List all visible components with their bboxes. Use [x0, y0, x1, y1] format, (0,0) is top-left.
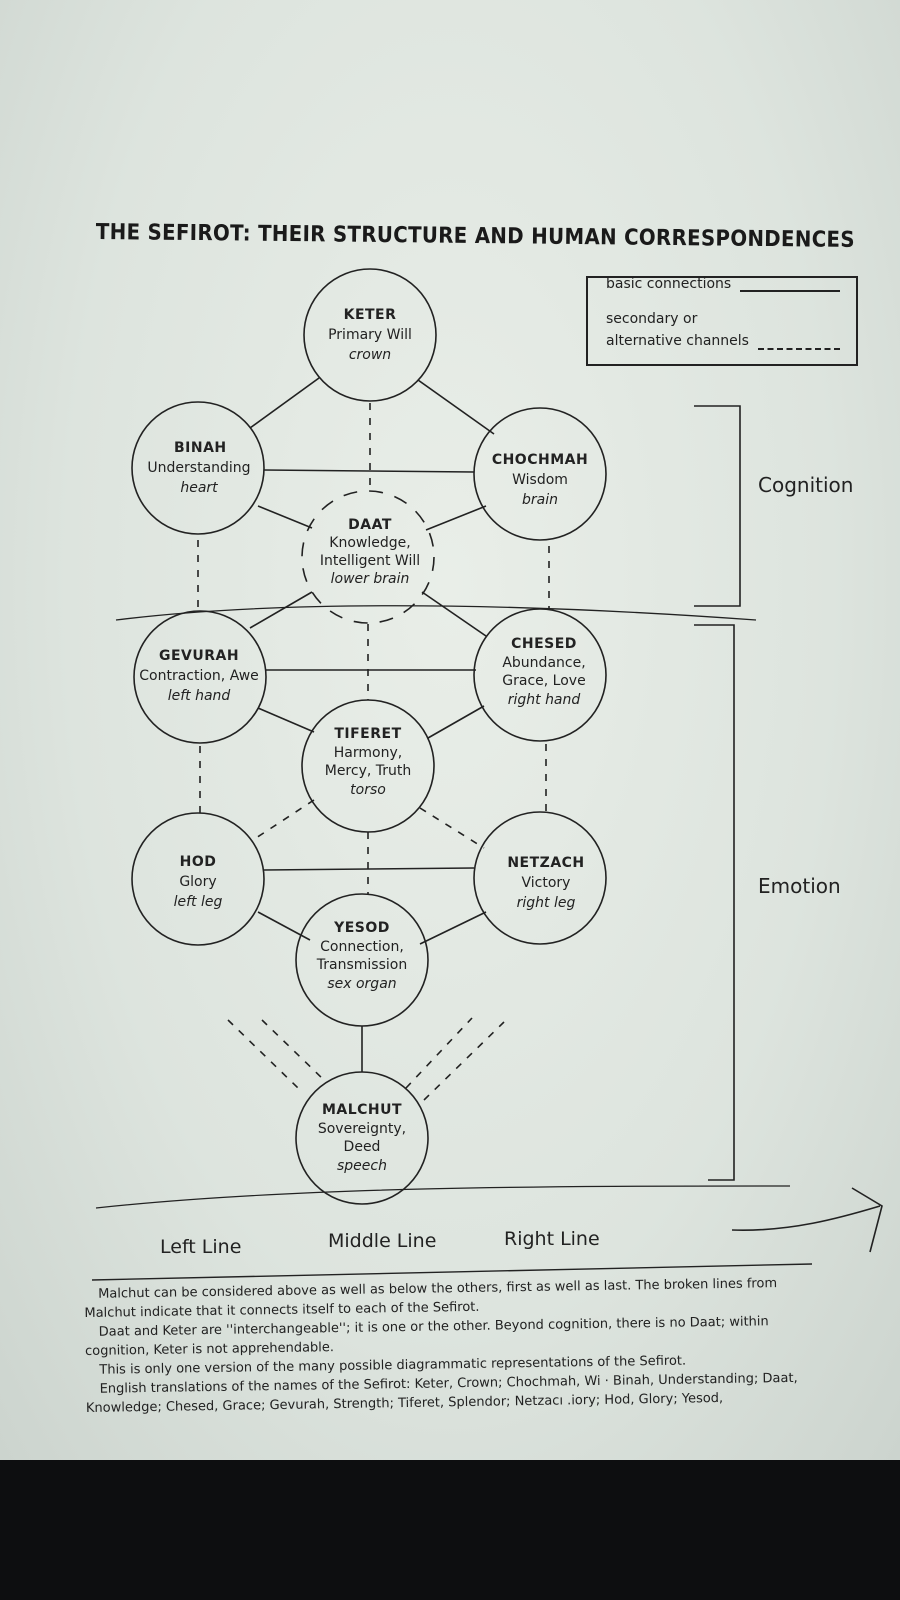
book-page — [0, 0, 900, 1460]
chochmah-body: brain — [522, 492, 558, 508]
yesod-node: YESOD Connection, Transmission sex organ — [302, 918, 422, 994]
binah-node: BINAH Understanding heart — [124, 438, 274, 498]
gevurah-circle — [133, 610, 267, 744]
daat-body: lower brain — [330, 571, 410, 587]
hod-name: HOD — [179, 854, 217, 870]
daat-name: DAAT — [348, 517, 392, 533]
keter-circle — [303, 268, 437, 402]
malchut-desc-2: Deed — [343, 1139, 381, 1155]
chesed-tiferet-link — [427, 705, 485, 739]
chesed-desc-2: Grace, Love — [502, 673, 586, 689]
middle-line-label: Middle Line — [328, 1230, 437, 1252]
chochmah-name: CHOCHMAH — [491, 452, 589, 468]
cognition-bracket — [694, 405, 741, 607]
daat-node: DAAT Knowledge, Intelligent Will lower b… — [300, 516, 440, 588]
dark-background — [0, 1460, 900, 1600]
gevurah-name: GEVURAH — [158, 648, 240, 664]
netzach-body: right leg — [516, 895, 576, 911]
emotion-label: Emotion — [758, 874, 841, 898]
legend-basic-label: basic connections — [606, 276, 732, 292]
chesed-body: right hand — [507, 692, 581, 708]
sefirot-tree — [91, 268, 883, 1281]
legend-secondary-label-1: secondary or — [606, 311, 698, 327]
malchut-left-dash-b — [261, 1019, 325, 1081]
daat-chesed-link — [421, 591, 487, 637]
tiferet-desc-2: Mercy, Truth — [324, 763, 412, 779]
tiferet-node: TIFERET Harmony, Mercy, Truth torso — [308, 724, 428, 800]
hand-arrow-line — [731, 1187, 883, 1253]
yesod-desc-1: Connection, — [320, 939, 404, 955]
tiferet-netzach-dash — [419, 807, 485, 849]
binah-body: heart — [180, 480, 218, 496]
legend-secondary: secondary or alternative channels — [606, 308, 749, 352]
malchut-node: MALCHUT Sovereignty, Deed speech — [302, 1100, 422, 1176]
chesed-name: CHESED — [511, 636, 577, 652]
chesed-circle — [473, 608, 607, 742]
hod-yesod-link — [257, 911, 311, 941]
chesed-desc-1: Abundance, — [502, 655, 586, 671]
chochmah-daat-link — [425, 505, 487, 531]
gevurah-node: GEVURAH Contraction, Awe left hand — [124, 646, 274, 706]
yesod-desc-2: Transmission — [316, 957, 408, 973]
netzach-circle — [473, 811, 607, 945]
binah-name: BINAH — [174, 440, 227, 456]
gevurah-tiferet-link — [257, 707, 315, 733]
malchut-body: speech — [337, 1158, 387, 1174]
chesed-node: CHESED Abundance, Grace, Love right hand — [484, 634, 604, 710]
binah-chochmah-link — [263, 469, 475, 473]
daat-desc-2: Intelligent Will — [319, 553, 421, 569]
hod-desc: Glory — [179, 874, 217, 890]
binah-circle — [131, 401, 265, 535]
keter-chochmah-link — [417, 379, 495, 435]
cognition-label: Cognition — [758, 473, 854, 497]
hod-body: left leg — [173, 894, 223, 910]
netzach-yesod-link — [419, 911, 487, 945]
tiferet-hod-dash — [255, 799, 315, 839]
legend: basic connections secondary or alternati… — [586, 276, 858, 366]
chochmah-node: CHOCHMAH Wisdom brain — [480, 450, 600, 510]
hod-node: HOD Glory left leg — [138, 852, 258, 912]
bottom-rule — [91, 1263, 813, 1281]
malchut-divider-line — [95, 1185, 791, 1209]
emotion-bracket — [694, 624, 735, 1181]
left-line-label: Left Line — [160, 1236, 242, 1258]
right-line-label: Right Line — [504, 1228, 600, 1250]
netzach-desc: Victory — [521, 875, 571, 891]
malchut-left-dash-a — [227, 1019, 299, 1089]
netzach-node: NETZACH Victory right leg — [486, 853, 606, 913]
hod-netzach-link — [263, 867, 475, 871]
chochmah-circle — [473, 407, 607, 541]
legend-solid-line — [740, 290, 840, 292]
caption: Malchut can be considered above as well … — [84, 1273, 826, 1418]
daat-desc-1: Knowledge, — [329, 535, 411, 551]
keter-binah-link — [249, 377, 320, 429]
daat-circle — [301, 490, 435, 624]
malchut-right-dash-b — [423, 1021, 505, 1101]
yesod-body: sex organ — [327, 976, 397, 992]
keter-name: KETER — [343, 307, 397, 323]
keter-node: KETER Primary Will crown — [310, 305, 430, 365]
keter-body: crown — [348, 347, 392, 363]
gevurah-desc: Contraction, Awe — [139, 668, 259, 684]
yesod-name: YESOD — [334, 920, 390, 936]
binah-daat-link — [257, 505, 313, 529]
legend-basic: basic connections — [606, 276, 731, 292]
tiferet-body: torso — [350, 782, 386, 798]
legend-dashed-line — [758, 348, 840, 350]
cognition-divider-line — [115, 605, 757, 621]
legend-secondary-label-2: alternative channels — [606, 333, 749, 349]
daat-gevurah-link — [249, 591, 313, 629]
netzach-name: NETZACH — [507, 855, 585, 871]
keter-desc: Primary Will — [328, 327, 412, 343]
hod-circle — [131, 812, 265, 946]
malchut-name: MALCHUT — [321, 1102, 403, 1118]
gevurah-body: left hand — [167, 688, 231, 704]
chochmah-desc: Wisdom — [512, 472, 568, 488]
malchut-desc-1: Sovereignty, — [317, 1121, 407, 1137]
binah-desc: Understanding — [147, 460, 251, 476]
tiferet-desc-1: Harmony, — [333, 745, 403, 761]
tiferet-name: TIFERET — [334, 726, 402, 742]
malchut-right-dash-a — [405, 1017, 473, 1089]
